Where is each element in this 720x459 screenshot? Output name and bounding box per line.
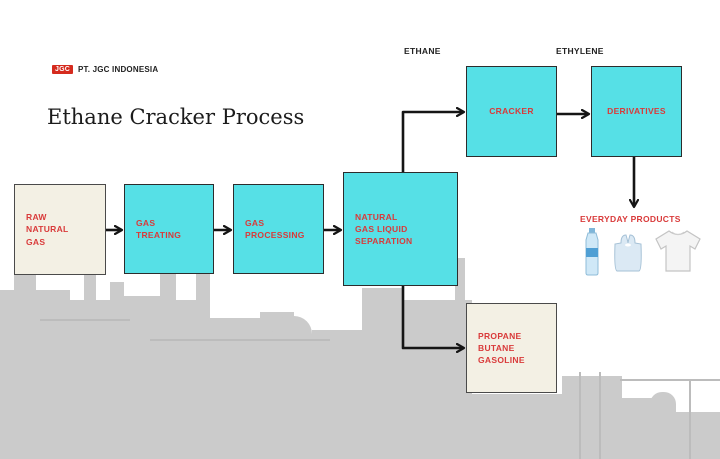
node-byproducts: PROPANE BUTANE GASOLINE [466,303,557,393]
node-cracker: CRACKER [466,66,557,157]
node-gas-processing: GAS PROCESSING [233,184,324,274]
water-bottle-icon [585,228,599,276]
node-separation-label: NATURAL GAS LIQUID SEPARATION [355,211,413,247]
node-byproducts-label: PROPANE BUTANE GASOLINE [478,330,525,366]
node-cracker-label: CRACKER [489,106,534,117]
company-name: PT. JGC INDONESIA [78,65,159,74]
node-raw-natural-gas: RAW NATURAL GAS [14,184,106,275]
everyday-products-label: EVERYDAY PRODUCTS [580,214,681,224]
node-ngl-separation: NATURAL GAS LIQUID SEPARATION [343,172,458,286]
jgc-logo-mark: JGC [52,65,73,74]
node-derivatives: DERIVATIVES [591,66,682,157]
diagram-title: Ethane Cracker Process [47,105,305,129]
node-raw-label: RAW NATURAL GAS [26,212,69,247]
node-gas-treating: GAS TREATING [124,184,214,274]
plastic-bag-icon [614,234,642,272]
ethane-label: ETHANE [404,46,441,56]
ethylene-label: ETHYLENE [556,46,604,56]
node-treating-label: GAS TREATING [136,217,182,240]
node-processing-label: GAS PROCESSING [245,217,305,240]
t-shirt-icon [655,230,701,272]
company-logo: JGC PT. JGC INDONESIA [52,65,158,74]
node-derivatives-label: DERIVATIVES [607,106,666,117]
